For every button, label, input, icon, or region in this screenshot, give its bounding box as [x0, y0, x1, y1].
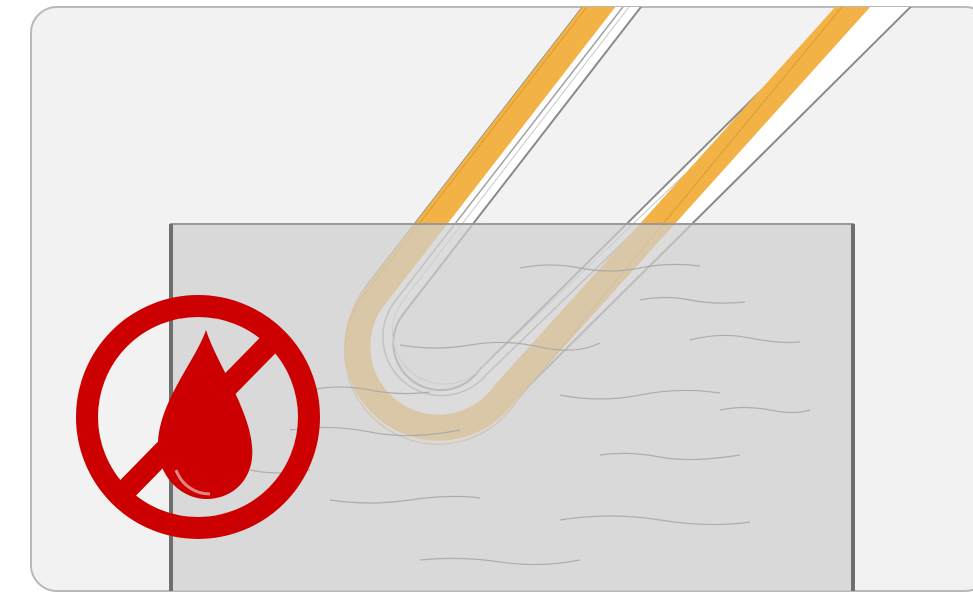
liquid-body: [170, 224, 854, 599]
liquid-container: [170, 224, 854, 599]
